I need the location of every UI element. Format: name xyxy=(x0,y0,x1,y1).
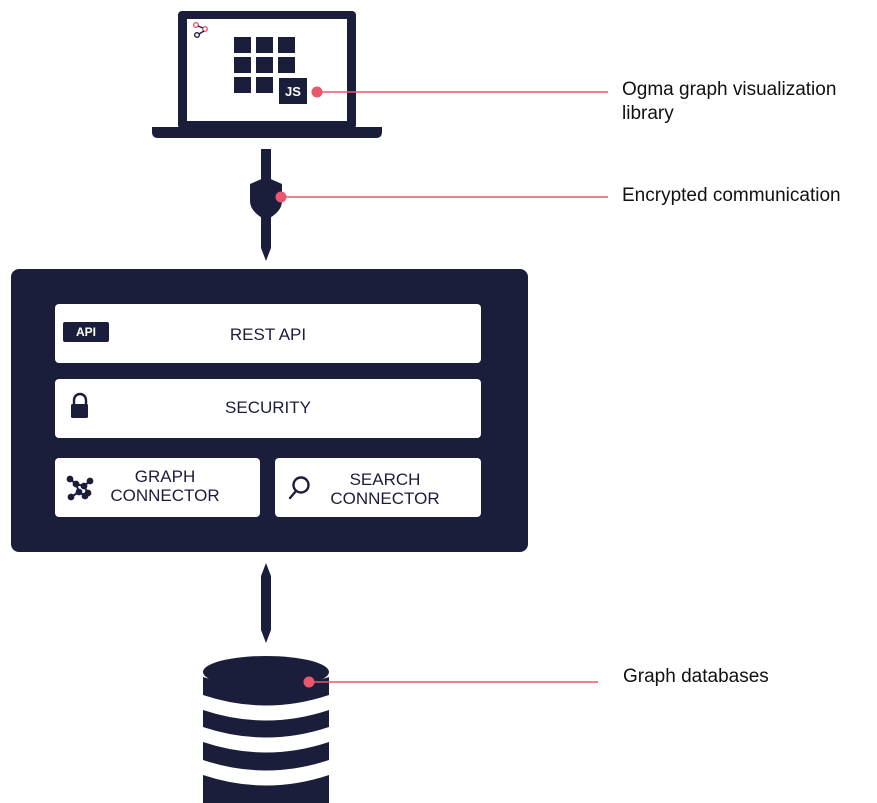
callout-encryption xyxy=(275,191,608,203)
js-badge xyxy=(277,76,309,106)
graph-network-icon xyxy=(66,475,94,501)
callout-databases xyxy=(303,676,598,688)
shield-icon xyxy=(250,177,282,220)
api-badge xyxy=(63,322,109,342)
graph-connector-label: GRAPH CONNECTOR xyxy=(110,467,220,505)
rest-api-panel xyxy=(55,304,481,363)
graph-logo-icon xyxy=(192,22,208,39)
lock-icon xyxy=(71,392,88,418)
search-connector-panel xyxy=(275,458,481,517)
js-badge-label: JS xyxy=(285,84,301,99)
laptop-icon xyxy=(152,11,382,138)
security-label: SECURITY xyxy=(225,398,311,417)
search-connector-label: SEARCH CONNECTOR xyxy=(330,470,440,508)
graph-connector-panel xyxy=(55,458,260,517)
security-panel xyxy=(55,379,481,438)
encrypted-link-arrow xyxy=(261,149,271,261)
callout-databases-text: Graph databases xyxy=(623,666,769,687)
database-link-arrow xyxy=(261,563,271,643)
rest-api-label: REST API xyxy=(229,325,307,344)
callout-library xyxy=(311,86,608,98)
search-icon xyxy=(288,476,310,500)
callout-encryption-text: Encrypted communication xyxy=(622,185,841,206)
database-icon xyxy=(203,656,329,803)
app-grid-icon xyxy=(234,37,295,93)
api-badge-label: API xyxy=(75,325,96,339)
callout-library-text: Ogma graph visualization library xyxy=(622,79,837,124)
